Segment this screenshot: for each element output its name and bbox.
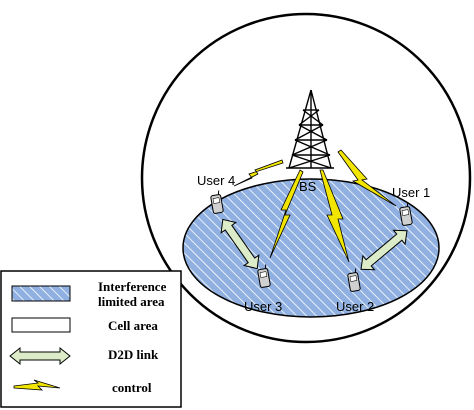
d2d-links	[220, 218, 408, 271]
user-3-label: User 3	[244, 299, 282, 314]
control-link-user-4	[233, 159, 284, 187]
interference-area-swatch-icon	[11, 285, 71, 302]
control-link-user-1	[337, 149, 397, 207]
user-4-label: User 4	[197, 173, 235, 188]
user-2-phone-icon	[347, 268, 361, 292]
user-1-label: User 1	[392, 185, 430, 200]
user-2-label: User 2	[336, 299, 374, 314]
lightning-icon	[13, 379, 61, 391]
legend-control-label: control	[112, 380, 152, 395]
bs-label: BS	[299, 179, 317, 194]
cell-area-swatch-icon	[11, 317, 71, 333]
d2d-link-user1-user2	[360, 229, 408, 271]
user-4-phone-icon	[210, 190, 224, 214]
control-link-user-2	[319, 169, 350, 263]
user-1-phone-icon	[399, 202, 413, 226]
d2d-link-arrow-icon	[9, 346, 71, 366]
legend-cell-area-label: Cell area	[108, 318, 158, 333]
control-links	[233, 149, 397, 263]
d2d-link-user4-user3	[220, 218, 260, 270]
control-link-user-3	[269, 169, 304, 259]
legend-interference-line1: Interference	[98, 279, 167, 294]
legend: Interference limited area Cell area D2D …	[0, 270, 182, 408]
legend-interference-line2: limited area	[98, 294, 165, 309]
user-3-phone-icon	[257, 264, 271, 288]
base-station-tower	[286, 89, 334, 169]
legend-d2d-link-label: D2D link	[108, 347, 159, 362]
interference-limited-area	[182, 178, 440, 318]
